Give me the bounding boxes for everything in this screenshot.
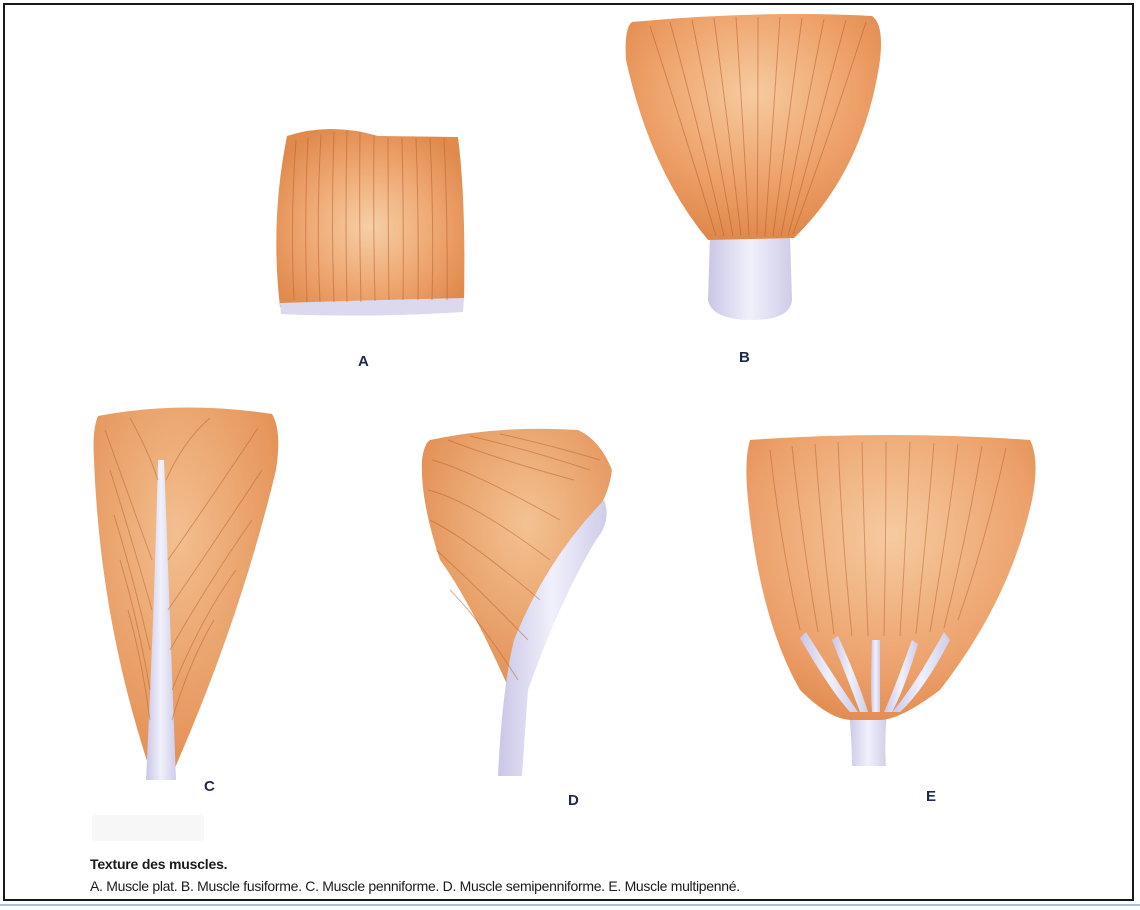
muscle-b-fusiform (626, 14, 881, 320)
muscle-a-flat (276, 129, 464, 316)
label-a: A (358, 353, 369, 370)
muscle-e-multipennate (746, 435, 1035, 766)
caption-text: A. Muscle plat. B. Muscle fusiforme. C. … (90, 878, 740, 894)
smudge-mark (92, 815, 204, 841)
muscle-c-penniform (94, 407, 279, 780)
label-d: D (568, 792, 579, 809)
muscle-d-semipenniform (422, 429, 612, 776)
caption-title: Texture des muscles. (90, 856, 227, 872)
bottom-border-line (0, 904, 1140, 906)
label-c: C (204, 778, 215, 795)
label-b: B (739, 349, 750, 366)
label-e: E (926, 788, 936, 805)
